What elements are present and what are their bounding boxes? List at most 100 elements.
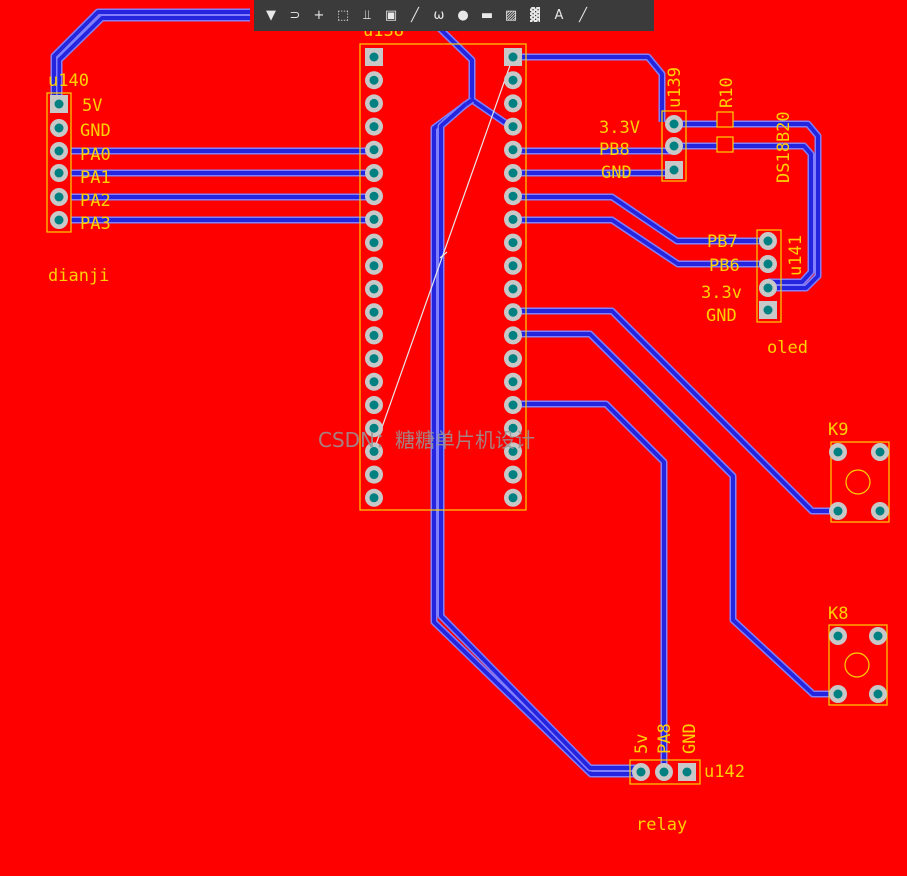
pad-drill-hole (508, 423, 518, 433)
pad-drill-hole (508, 377, 518, 387)
pad-drill-hole (875, 447, 885, 457)
pad-drill-hole (369, 446, 379, 456)
u139-pin-label-pb8: PB8 (599, 140, 630, 160)
pad-drill-hole (508, 284, 518, 294)
pad-drill-hole (833, 447, 843, 457)
pad-drill-hole (636, 767, 646, 777)
dimension-icon[interactable]: ▨ (504, 8, 518, 23)
pad-drill-hole (369, 75, 379, 85)
watermark-text: CSDN：糖糖单片机设计 (318, 428, 536, 452)
pad-drill-hole (369, 377, 379, 387)
pad-drill-hole (875, 506, 885, 516)
pad-drill-hole (508, 52, 518, 62)
k8-ref-label: K8 (828, 604, 848, 624)
differential-pair-icon[interactable]: ω (433, 8, 445, 23)
u140-pin-label-gnd: GND (80, 121, 111, 141)
pad-drill-hole (508, 493, 518, 503)
select-rect-icon[interactable]: ⬚ (336, 8, 350, 23)
place-via-icon[interactable]: ● (457, 8, 469, 23)
trace-segment[interactable] (52, 10, 250, 104)
trace-segment[interactable] (513, 309, 838, 513)
trace-segment[interactable] (513, 330, 838, 698)
u141-pin-label-3v3: 3.3v (701, 283, 742, 303)
pad-drill-hole (369, 122, 379, 132)
crosshair-icon[interactable]: + (313, 8, 325, 23)
pad-drill-hole (369, 354, 379, 364)
interactive-route-icon[interactable]: ╱ (411, 8, 419, 23)
pads[interactable] (50, 48, 889, 781)
trace-segment[interactable] (733, 122, 820, 290)
pad-drill-hole (508, 354, 518, 364)
u142-name-label: relay (636, 815, 687, 835)
pad-drill-hole (54, 215, 64, 225)
pad-drill-hole (833, 631, 843, 641)
pad-drill-hole (508, 238, 518, 248)
pad-drill-hole (54, 168, 64, 178)
trace-segment[interactable] (513, 402, 666, 774)
ratsnest-marker (439, 251, 448, 259)
pad-drill-hole (369, 400, 379, 410)
traces (50, 8, 838, 778)
align-icon[interactable]: ⫫ (363, 8, 371, 23)
u141-ref-label: u141 (786, 235, 806, 276)
string-icon[interactable]: ▓ (530, 8, 540, 23)
pad-drill-hole (508, 191, 518, 201)
polygon-pour-icon[interactable]: ▬ (480, 8, 494, 23)
u139-pin-label-3v3: 3.3V (599, 118, 640, 138)
u140-pin-label-5v: 5V (82, 96, 102, 116)
filter-icon[interactable]: ▼ (266, 8, 276, 23)
pad-drill-hole (508, 214, 518, 224)
pad-drill-hole (369, 261, 379, 271)
pad-drill-hole (508, 98, 518, 108)
pad-drill-hole (369, 330, 379, 340)
trace-segment[interactable] (513, 55, 664, 122)
u141-name-label: oled (767, 338, 808, 358)
pad-drill-hole (369, 191, 379, 201)
u142-pin-label-pa8: PA8 (655, 723, 675, 754)
pad-drill-hole (763, 236, 773, 246)
pad-drill-hole (508, 168, 518, 178)
u142-ref-label: u142 (704, 762, 745, 782)
trace-segment[interactable] (439, 102, 641, 770)
pad-drill-hole (369, 493, 379, 503)
u141-pin-label-pb6: PB6 (709, 256, 740, 276)
pad-drill-hole (508, 307, 518, 317)
trace-segment[interactable] (513, 218, 768, 266)
pad-drill-hole (369, 284, 379, 294)
u140-pin-label-pa1: PA1 (80, 168, 111, 188)
pad-drill-hole (669, 165, 679, 175)
pad-drill-hole (508, 75, 518, 85)
pad-drill-hole (369, 52, 379, 62)
route-icon[interactable]: ⊃ (289, 8, 301, 23)
text-icon[interactable]: A (554, 8, 564, 23)
pad-drill-hole (682, 767, 692, 777)
u139-pin-label-gnd: GND (601, 163, 632, 183)
pad-drill-hole (369, 423, 379, 433)
pad-drill-hole (508, 400, 518, 410)
pad-drill-hole (54, 99, 64, 109)
trace-segment[interactable] (57, 16, 250, 104)
u140-ref-label: u140 (48, 71, 89, 91)
pad-drill-hole (508, 330, 518, 340)
pad-drill-hole (833, 506, 843, 516)
trace-segment[interactable] (733, 144, 813, 284)
u139-ref-label: u139 (665, 67, 685, 108)
trace-segment[interactable] (513, 332, 838, 696)
pad-drill-hole (369, 168, 379, 178)
u140-pin-label-pa3: PA3 (80, 214, 111, 234)
trace-segment[interactable] (513, 53, 666, 122)
pad-drill-hole (763, 283, 773, 293)
u140-name-label: dianji (48, 266, 109, 286)
line-icon[interactable]: ╱ (579, 8, 587, 23)
pad-drill-hole (369, 470, 379, 480)
trace-segment[interactable] (513, 195, 768, 243)
pad-drill-hole (508, 261, 518, 271)
pad-drill-hole (669, 141, 679, 151)
pad-drill-hole (508, 470, 518, 480)
u140-pin-label-pa0: PA0 (80, 145, 111, 165)
pad-drill-hole (54, 123, 64, 133)
pad-drill-hole (873, 631, 883, 641)
pad-drill-hole (508, 145, 518, 155)
component-icon[interactable]: ▣ (384, 8, 398, 23)
